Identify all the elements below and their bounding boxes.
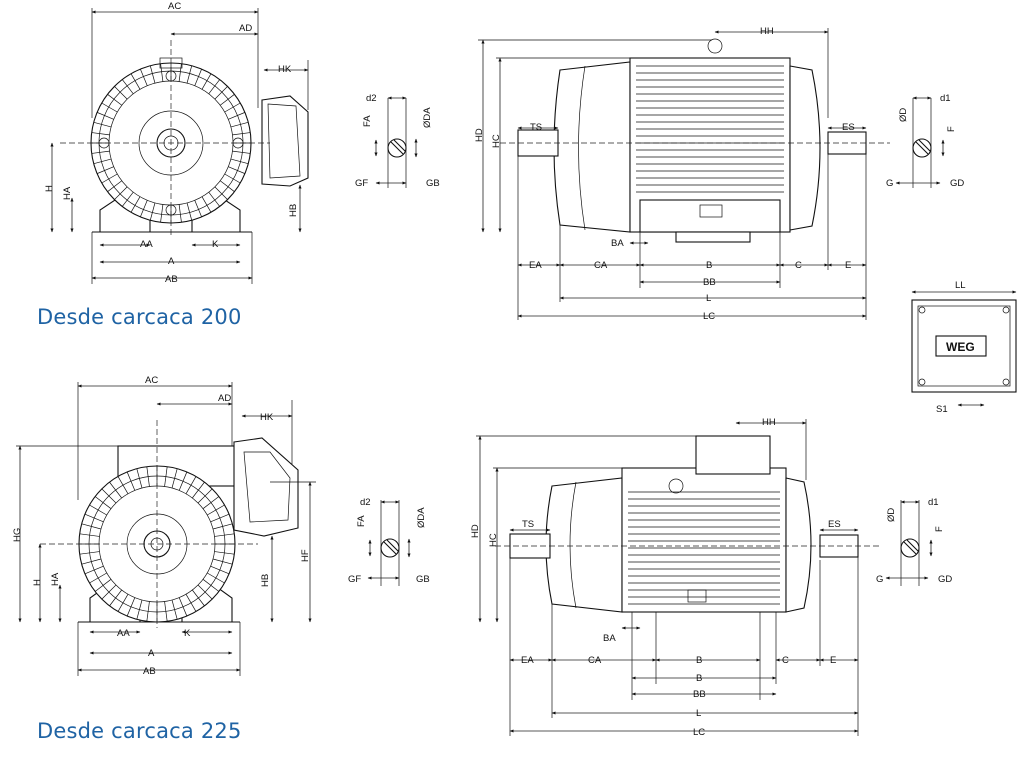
dim-hk: HK — [278, 64, 292, 75]
dim-es: ES — [842, 122, 855, 133]
dim-hb: HB — [288, 204, 299, 217]
dim-ea: EA — [521, 655, 534, 666]
dim-s1: S1 — [936, 404, 948, 415]
dim-k: K — [212, 239, 219, 250]
caption-frame-225: Desde carcaca 225 — [37, 719, 242, 743]
dim-e: E — [845, 260, 851, 271]
dim-hg: HG — [12, 528, 23, 542]
dim-fa: FA — [362, 115, 373, 127]
dim-gd: GD — [938, 574, 952, 585]
dim-gf: GF — [348, 574, 361, 585]
front-view-frame-200: AC AD HK H HA HB AA K A AB — [44, 1, 309, 285]
shaft-section-front-top: d2 FA ØDA GF GB — [355, 93, 440, 189]
terminal-box-view: WEG LL S1 — [911, 280, 1017, 415]
dim-ea: EA — [529, 260, 542, 271]
dim-ab: AB — [165, 274, 178, 285]
dim-g: G — [876, 574, 883, 585]
dim-ab: AB — [143, 666, 156, 677]
dim-h: H — [44, 185, 55, 192]
dim-aa: AA — [117, 628, 130, 639]
dim-ac: AC — [145, 375, 158, 386]
dim-bb: BB — [693, 689, 706, 700]
dim-b: B — [706, 260, 712, 271]
dim-d2: d2 — [360, 497, 371, 508]
dim-da: ØDA — [416, 507, 427, 528]
weg-logo-text: WEG — [946, 340, 975, 354]
dim-hc: HC — [491, 134, 502, 148]
dim-lc: LC — [703, 311, 715, 322]
dim-d2: d2 — [366, 93, 377, 104]
dim-a: A — [148, 648, 155, 659]
dim-ba: BA — [611, 238, 624, 249]
dim-c: C — [782, 655, 789, 666]
dim-hd: HD — [470, 524, 481, 538]
side-view-frame-200: HH HD HC TS ES BA EA CA B C E BB L LC — [474, 26, 890, 322]
dim-f: F — [946, 126, 957, 132]
dim-b2: B — [696, 673, 702, 684]
dim-d1: d1 — [940, 93, 951, 104]
weg-logo — [935, 335, 987, 357]
dim-ad: AD — [218, 393, 231, 404]
dim-es: ES — [828, 519, 841, 530]
dim-ha: HA — [62, 186, 73, 200]
dim-fa: FA — [356, 515, 367, 527]
dim-ha: HA — [50, 572, 61, 586]
dim-h: H — [32, 579, 43, 586]
dim-hk: HK — [260, 412, 274, 423]
dim-gb: GB — [426, 178, 440, 189]
dim-ac: AC — [168, 1, 181, 12]
dim-hc: HC — [488, 533, 499, 547]
dim-ca: CA — [588, 655, 602, 666]
shaft-section-side-bottom: d1 ØD F G GD — [876, 497, 952, 586]
dim-e: E — [830, 655, 836, 666]
dim-hh: HH — [762, 417, 776, 428]
dim-b1: B — [696, 655, 702, 666]
shaft-section-side-top: d1 ØD F G GD — [886, 93, 964, 189]
dim-d1: d1 — [928, 497, 939, 508]
dim-ts: TS — [522, 519, 534, 530]
dim-gd: GD — [950, 178, 964, 189]
dim-l: L — [706, 293, 711, 304]
dim-l: L — [696, 708, 701, 719]
dim-gb: GB — [416, 574, 430, 585]
dim-ad: AD — [239, 23, 252, 34]
dim-bb: BB — [703, 277, 716, 288]
dim-ca: CA — [594, 260, 608, 271]
dim-d: ØD — [898, 108, 909, 122]
dim-ba: BA — [603, 633, 616, 644]
dim-hf: HF — [300, 549, 311, 562]
shaft-section-front-bottom: d2 FA ØDA GF GB — [348, 497, 430, 586]
dim-g: G — [886, 178, 893, 189]
dim-c: C — [795, 260, 802, 271]
dim-hh: HH — [760, 26, 774, 37]
caption-frame-200: Desde carcaca 200 — [37, 305, 242, 329]
dim-f: F — [934, 526, 945, 532]
dim-ll: LL — [955, 280, 966, 291]
dim-da: ØDA — [422, 107, 433, 128]
dim-lc: LC — [693, 727, 705, 738]
front-view-frame-225: AC AD HK HG H HA HB HF AA K A AB — [12, 375, 316, 677]
side-view-frame-225: HH HD HC TS ES BA EA CA B C E B BB — [470, 417, 880, 738]
dim-k: K — [184, 628, 191, 639]
dim-ts: TS — [530, 122, 542, 133]
dim-gf: GF — [355, 178, 368, 189]
dim-aa: AA — [140, 239, 153, 250]
dim-a: A — [168, 256, 175, 267]
dim-hb: HB — [260, 574, 271, 587]
dim-hd: HD — [474, 128, 485, 142]
dim-d: ØD — [886, 508, 897, 522]
